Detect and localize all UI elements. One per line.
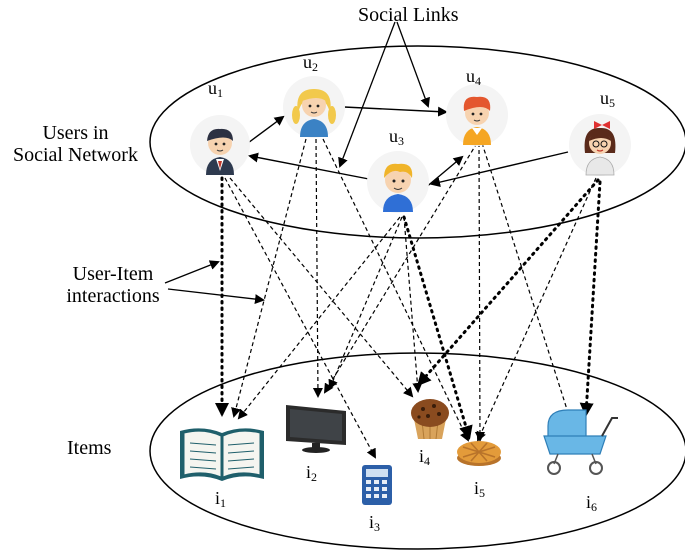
interactions-label-line1: User-Item [72,263,154,285]
user-u3-avatar [367,151,429,213]
item-i6-label: i6 [586,492,598,514]
user-u5-label: u5 [600,88,615,110]
edge-u1-u2 [247,115,285,144]
user-u4-avatar [446,84,508,146]
social-links-label-arrows [338,21,430,168]
user-u5-avatar [569,114,631,176]
user-u1-avatar [190,115,250,175]
item-i3-label: i3 [369,512,381,534]
interaction-label-arrows [164,260,265,305]
user-u4-label: u4 [466,66,481,88]
user-u3-label: u3 [389,126,404,148]
user-item-interactions-dotted [215,176,602,440]
pie-icon [457,441,501,466]
edge-u3-u1 [248,152,375,181]
book-icon [180,428,264,481]
user-u2-avatar [283,76,345,138]
user-u1-label: u1 [208,78,223,100]
user-network-ellipse [149,45,685,239]
interactions-label-line2: interactions [66,285,160,307]
items-label: Items [67,437,112,459]
calculator-icon [362,465,392,505]
stroller-icon [543,409,618,475]
user-item-interactions-dashed [224,138,597,459]
edge-u5-u3 [430,151,569,188]
muffin-icon [411,399,449,440]
item-i2-label: i2 [306,462,318,484]
users-label-line1: Users in [42,122,109,144]
item-i1-label: i1 [215,488,227,510]
monitor-icon [286,405,346,453]
user-u2-label: u2 [303,52,318,74]
items-ellipse [149,352,685,550]
item-i4-label: i4 [419,446,431,468]
user-item-interactions-label: User-Item interactions [48,263,178,307]
users-in-social-network-label: Users in Social Network [3,122,148,166]
edge-u2-u4 [343,106,448,117]
item-i5-label: i5 [474,478,486,500]
social-links-label: Social Links [358,4,459,26]
users-label-line2: Social Network [13,144,138,166]
